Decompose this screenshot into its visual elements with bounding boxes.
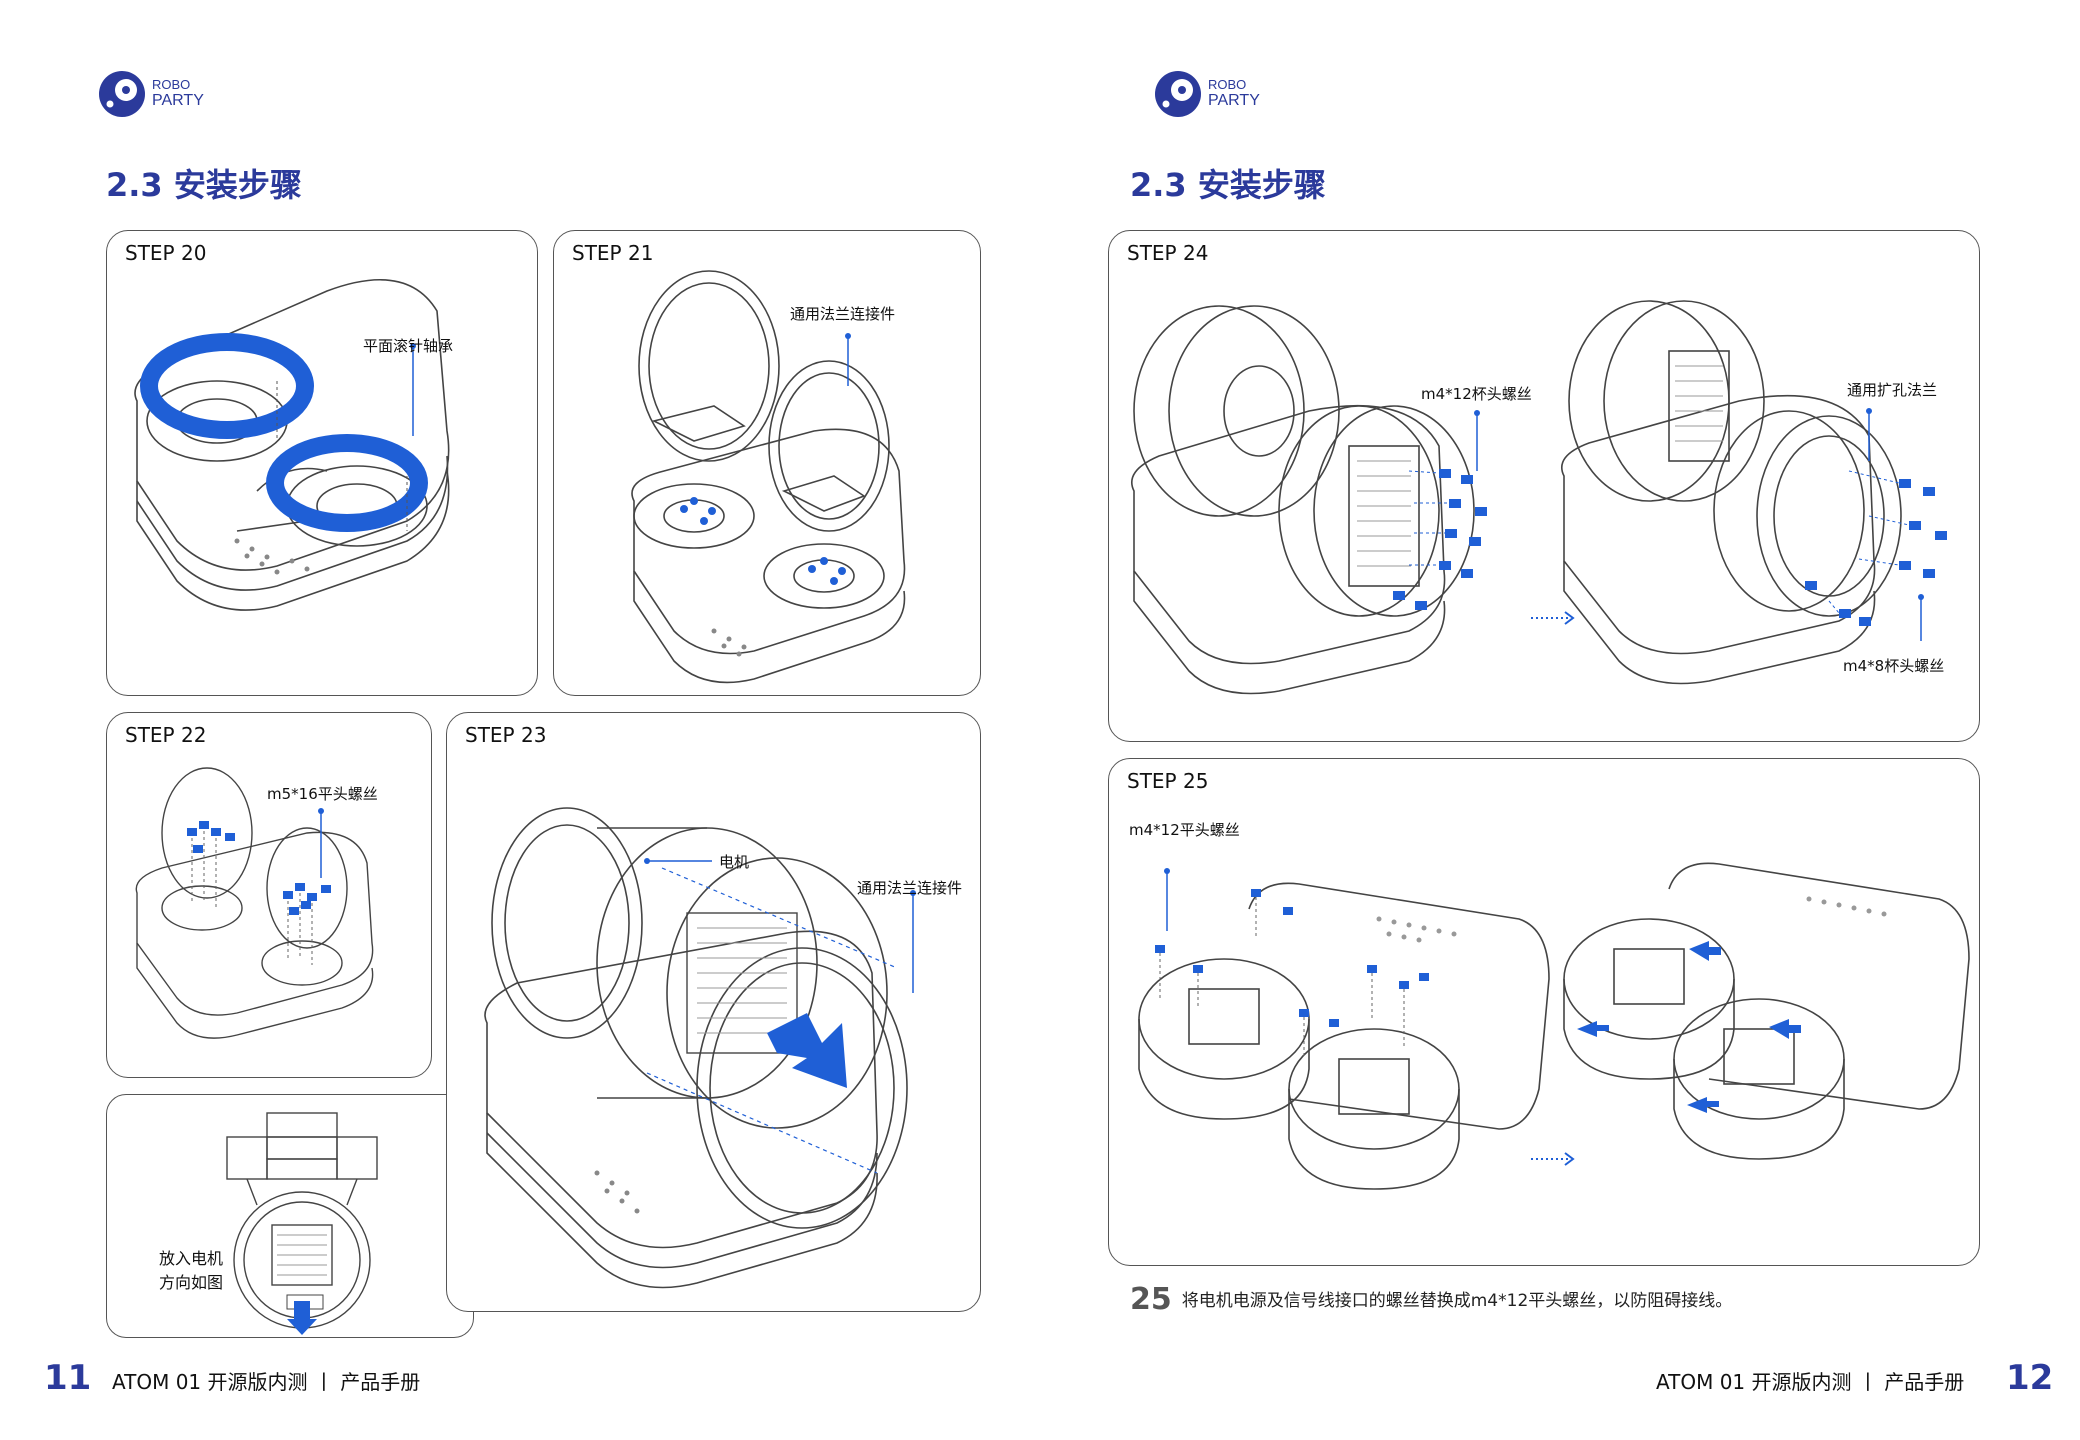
- page-number-left: 11: [44, 1358, 92, 1398]
- step-21-callout-flange: 通用法兰连接件: [790, 305, 896, 323]
- step-22-illustration: [135, 767, 374, 1039]
- motor-orientation-panel: 放入电机 方向如图: [106, 1094, 474, 1338]
- arrow-right-icon: [767, 1013, 847, 1088]
- arrow-right-dotted-icon: [1531, 1152, 1575, 1166]
- step-20-panel: STEP 20 平面滚针轴承: [106, 230, 538, 696]
- step-24-callout-flange: 通用扩孔法兰: [1847, 381, 1938, 399]
- step-25-panel: STEP 25: [1108, 758, 1980, 1266]
- step-23-label: STEP 23: [465, 723, 547, 747]
- arrow-right-dotted-icon: [1531, 611, 1575, 625]
- step-24-illustration: [1131, 300, 1947, 695]
- page-number-right: 12: [2006, 1358, 2054, 1398]
- step-24-label: STEP 24: [1127, 241, 1209, 265]
- brand-line-2: PARTY: [1208, 92, 1260, 109]
- step-22-label: STEP 22: [125, 723, 207, 747]
- step-24-panel: STEP 24: [1108, 230, 1980, 742]
- footer-left: ATOM 01 开源版内测 丨 产品手册: [112, 1370, 421, 1394]
- motor-hint-line-2: 方向如图: [159, 1273, 224, 1292]
- step-20-label: STEP 20: [125, 241, 207, 265]
- step-22-panel: STEP 22 m5*16平头螺丝: [106, 712, 432, 1078]
- step-25-callout-m4x12: m4*12平头螺丝: [1129, 821, 1240, 839]
- step-22-callout-screw: m5*16平头螺丝: [267, 785, 378, 803]
- step-24-callout-m4x12: m4*12杯头螺丝: [1421, 385, 1532, 403]
- step-20-illustration: [134, 279, 450, 611]
- step-23-callout-flange: 通用法兰连接件: [857, 879, 963, 897]
- step-21-panel: STEP 21 通用法兰连接件: [553, 230, 981, 696]
- step-21-illustration: [631, 270, 906, 684]
- step-24-callout-m4x8: m4*8杯头螺丝: [1843, 657, 1945, 675]
- step-25-illustration: [1138, 862, 1970, 1190]
- note-text: 将电机电源及信号线接口的螺丝替换成m4*12平头螺丝，以防阻碍接线。: [1181, 1291, 1733, 1311]
- brand-logo-right: ROBO PARTY: [1152, 68, 1292, 120]
- robo-party-logo-icon: [1155, 71, 1201, 117]
- robo-party-logo-icon: [99, 71, 145, 117]
- step-23-panel: STEP 23: [446, 712, 981, 1312]
- step-23-callout-motor: 电机: [719, 853, 750, 871]
- brand-line-1: ROBO: [1208, 77, 1247, 92]
- step-21-label: STEP 21: [572, 241, 654, 265]
- motor-hint-line-1: 放入电机: [159, 1249, 224, 1268]
- step-25-note: 25 将电机电源及信号线接口的螺丝替换成m4*12平头螺丝，以防阻碍接线。: [1130, 1282, 1732, 1317]
- step-23-illustration: [484, 807, 916, 1289]
- motor-orientation-illustration: [226, 1112, 378, 1335]
- step-20-callout-bearing: 平面滚针轴承: [363, 337, 454, 355]
- brand-line-2: PARTY: [152, 92, 204, 109]
- section-title-right: 2.3 安装步骤: [1130, 166, 1326, 204]
- footer-right: ATOM 01 开源版内测 丨 产品手册: [1656, 1370, 1965, 1394]
- arrow-down-icon: [287, 1301, 317, 1335]
- brand-line-1: ROBO: [152, 77, 191, 92]
- note-number: 25: [1130, 1282, 1172, 1317]
- section-title-left: 2.3 安装步骤: [106, 166, 302, 204]
- step-25-label: STEP 25: [1127, 769, 1209, 793]
- brand-logo-left: ROBO PARTY: [96, 68, 236, 120]
